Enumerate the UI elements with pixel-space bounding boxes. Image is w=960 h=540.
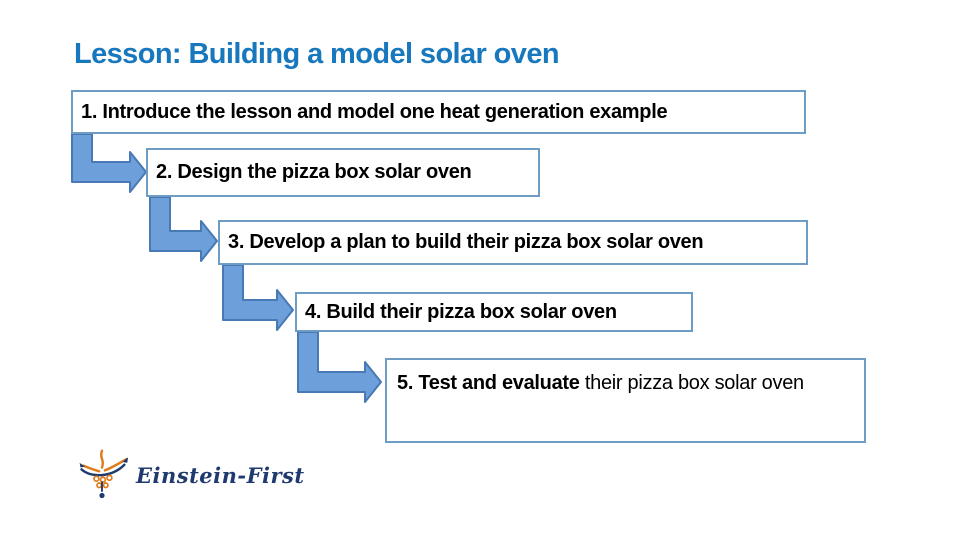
step-box-3: 3. Develop a plan to build their pizza b… xyxy=(218,220,808,265)
step-box-1: 1. Introduce the lesson and model one he… xyxy=(71,90,806,134)
step-1-label: 1. Introduce the lesson and model one he… xyxy=(81,100,668,123)
flow-arrow-1 xyxy=(71,133,147,193)
step-box-2: 2. Design the pizza box solar oven xyxy=(146,148,540,197)
step-box-5: 5. Test and evaluate their pizza box sol… xyxy=(385,358,866,443)
step-box-4: 4. Build their pizza box solar oven xyxy=(295,292,693,332)
flow-arrow-3 xyxy=(222,264,294,331)
flow-arrow-2 xyxy=(149,196,218,262)
step-2-label: 2. Design the pizza box solar oven xyxy=(156,161,472,183)
einstein-first-logo: Einstein-First xyxy=(74,446,305,504)
step-5-label-rest: their pizza box solar oven xyxy=(579,372,804,394)
step-4-label: 4. Build their pizza box solar oven xyxy=(305,300,617,323)
flow-arrow-4 xyxy=(297,331,382,403)
einstein-first-logo-text: Einstein-First xyxy=(136,462,305,488)
step-3-label: 3. Develop a plan to build their pizza b… xyxy=(228,231,704,253)
slide-title: Lesson: Building a model solar oven xyxy=(74,38,560,70)
einstein-first-logo-icon xyxy=(79,449,129,499)
step-5-label-bold: 5. Test and evaluate xyxy=(397,372,580,394)
